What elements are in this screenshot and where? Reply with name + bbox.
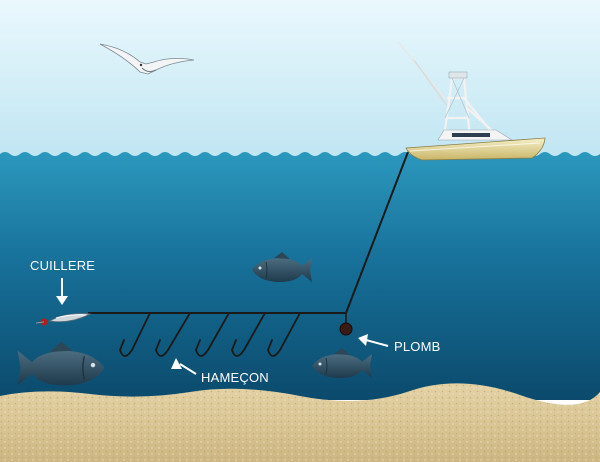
sand-seabed [0,383,600,462]
lure-label: CUILLERE [30,258,96,273]
sky [0,0,600,160]
hook-5 [267,312,301,357]
hook-2 [155,312,191,357]
hook-4 [231,312,266,357]
arrow-down-icon [56,278,68,305]
arrow-left-icon [171,358,197,375]
sinker-label: PLOMB [394,339,441,354]
spoon-lure [35,313,92,326]
hook-3 [195,312,230,357]
fishing-boat [397,41,546,161]
hook-set [119,312,301,357]
fish-icon [252,252,312,282]
hooks-label: HAMEÇON [201,370,269,385]
seagull-icon [99,43,195,75]
arrow-left-icon [358,334,389,347]
fishing-line [345,151,409,314]
sinker-weight [339,322,353,336]
fish-icon [17,341,105,386]
fish-icon [312,348,372,378]
hook-1 [119,312,151,357]
